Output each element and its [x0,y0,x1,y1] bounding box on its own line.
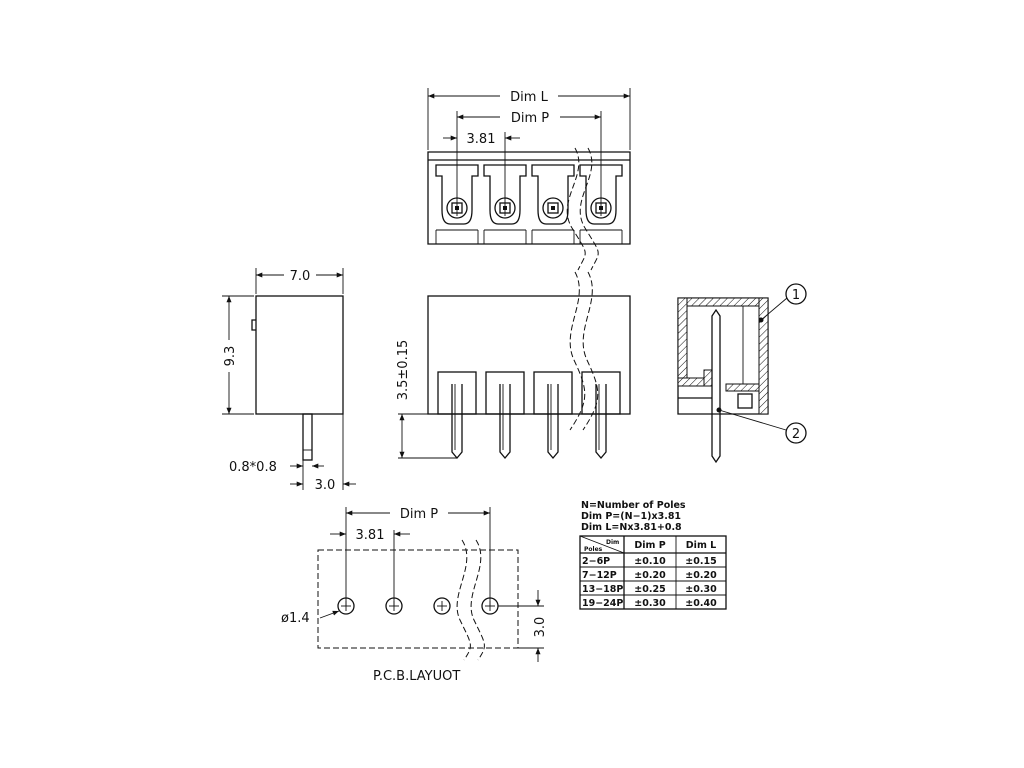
side-height-label: 9.3 [223,346,238,367]
side-pin-size-label: 0.8*0.8 [229,460,277,475]
table-row-dim-p: ±0.20 [634,570,666,581]
table-row-poles: 7−12P [582,570,617,581]
note-line-2: Dim P=(N−1)x3.81 [581,511,681,522]
table-row-dim-l: ±0.40 [685,598,717,609]
section-view: 1 2 [677,283,807,464]
pcb-holes [337,597,499,615]
table-header-dim-p: Dim P [634,540,665,551]
callout-1: 1 [792,288,800,303]
pcb-layout: Dim P 3.81 ø1.4 3.0 P.C.B.LAYUOT [281,507,548,684]
side-pin-offset-label: 3.0 [315,478,336,493]
pcb-pitch-label: 3.81 [356,528,385,543]
screw-heads [446,197,612,219]
front-pins [451,384,607,460]
note-line-1: N=Number of Poles [581,500,686,511]
table-row-dim-l: ±0.20 [685,570,717,581]
front-view: 3.5±0.15 [396,271,631,460]
table-row-dim-p: ±0.25 [634,584,665,595]
pcb-caption: P.C.B.LAYUOT [373,669,460,684]
note-line-3: Dim L=Nx3.81+0.8 [581,522,682,533]
callout-2: 2 [792,427,800,442]
tolerance-table: Dim Poles Dim P Dim L 2−6P ±0.10 ±0.15 7… [579,535,727,610]
table-row-dim-p: ±0.30 [634,598,666,609]
top-dim-p-label: Dim P [511,111,549,126]
table-header-dim-l: Dim L [686,540,716,551]
table-row-poles: 13−18P [582,584,623,595]
front-pin-length-label: 3.5±0.15 [396,340,411,401]
pcb-edge-label: 3.0 [533,617,548,638]
table-row-dim-l: ±0.15 [685,556,716,567]
side-width-label: 7.0 [290,269,311,284]
pcb-hole-diameter-label: ø1.4 [281,611,310,626]
top-dim-l-label: Dim L [510,90,548,105]
pcb-dim-p-label: Dim P [400,507,438,522]
top-view: Dim L Dim P 3.81 [427,88,631,271]
table-row-poles: 19−24P [582,598,623,609]
table-corner-bottom: Poles [584,546,603,553]
table-corner-top: Dim [606,539,619,546]
notes: N=Number of Poles Dim P=(N−1)x3.81 Dim L… [581,500,686,533]
table-row-dim-l: ±0.30 [685,584,717,595]
top-pitch-label: 3.81 [467,132,496,147]
table-row-poles: 2−6P [582,556,610,567]
side-view: 7.0 9.3 0.8*0.8 3.0 [221,266,356,493]
table-row-dim-p: ±0.10 [634,556,666,567]
